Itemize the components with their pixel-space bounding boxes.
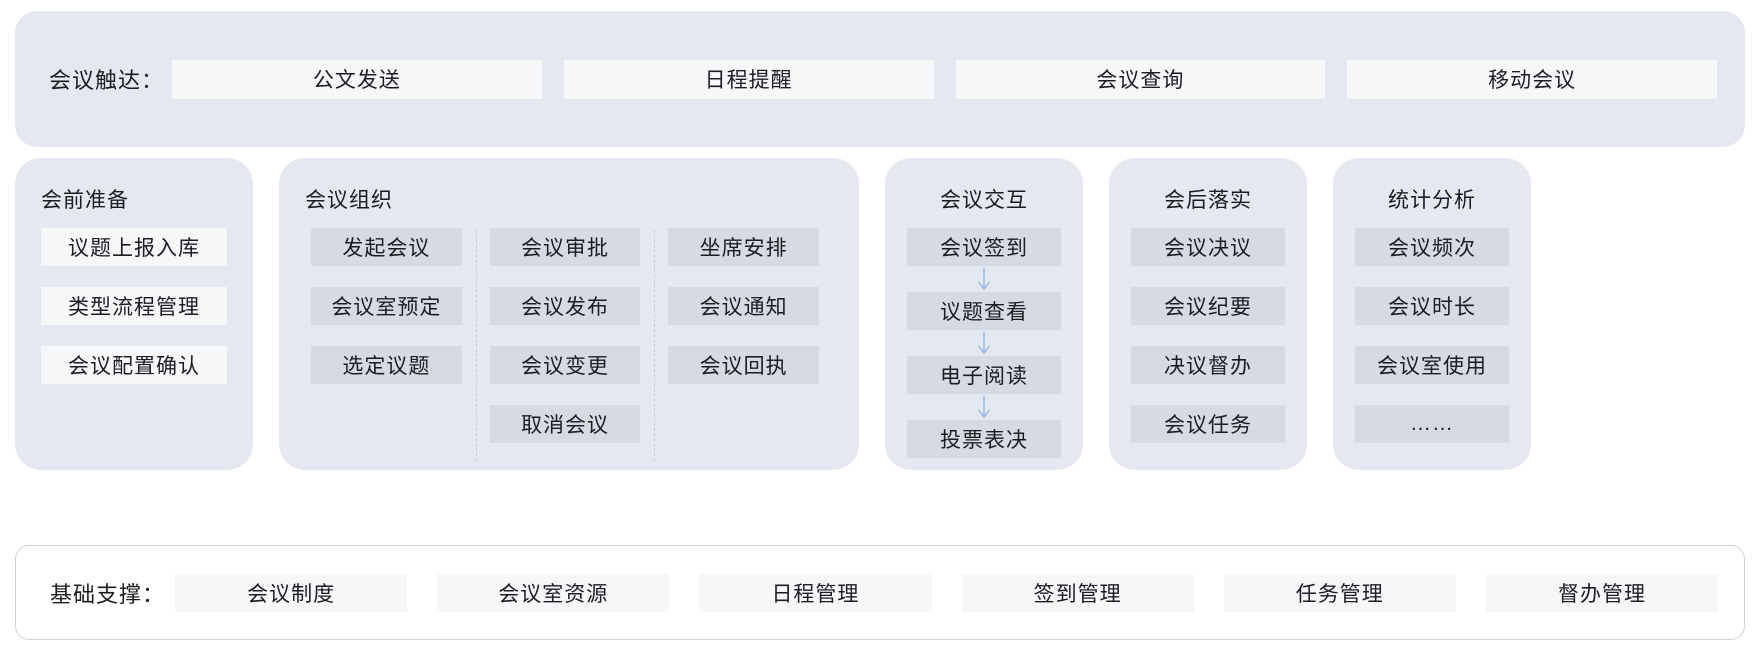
meeting-organization-columns: 发起会议 会议室预定 选定议题 会议审批 会议发布 会议变更 取消会议 <box>279 228 859 461</box>
panel-title-meeting-interaction: 会议交互 <box>940 189 1028 212</box>
org-column-1-list: 发起会议 会议室预定 选定议题 <box>311 228 462 384</box>
org-column-3-list: 坐席安排 会议通知 会议回执 <box>668 228 820 384</box>
foundation-support-bar: 基础支撑： 会议制度 会议室资源 日程管理 签到管理 任务管理 督办管理 <box>15 545 1745 640</box>
post-meeting-item-list: 会议决议 会议纪要 决议督办 会议任务 <box>1109 228 1307 443</box>
chip-meeting-duration[interactable]: 会议时长 <box>1355 287 1509 325</box>
support-chip-room-resource[interactable]: 会议室资源 <box>437 573 670 612</box>
support-chip-schedule-mgmt[interactable]: 日程管理 <box>699 573 932 612</box>
chip-type-flow[interactable]: 类型流程管理 <box>41 287 227 325</box>
panel-title-post-meeting: 会后落实 <box>1164 189 1252 212</box>
chip-meeting-change[interactable]: 会议变更 <box>489 346 641 384</box>
chip-resolution-supervision[interactable]: 决议督办 <box>1131 346 1285 384</box>
chip-meeting-approval[interactable]: 会议审批 <box>489 228 641 266</box>
panel-pre-meeting: 会前准备 议题上报入库 类型流程管理 会议配置确认 <box>15 158 253 470</box>
org-column-1: 发起会议 会议室预定 选定议题 <box>297 228 476 443</box>
chip-meeting-minutes[interactable]: 会议纪要 <box>1131 287 1285 325</box>
chip-room-booking[interactable]: 会议室预定 <box>311 287 462 325</box>
foundation-support-items: 会议制度 会议室资源 日程管理 签到管理 任务管理 督办管理 <box>175 573 1719 612</box>
statistics-item-list: 会议频次 会议时长 会议室使用 …… <box>1333 228 1531 443</box>
panel-meeting-interaction: 会议交互 会议签到 议题查看 电子阅读 <box>885 158 1083 470</box>
support-chip-task-mgmt[interactable]: 任务管理 <box>1223 573 1456 612</box>
reach-chip-gongwen[interactable]: 公文发送 <box>172 59 542 99</box>
reach-chip-mobile[interactable]: 移动会议 <box>1347 59 1718 99</box>
chip-select-topic[interactable]: 选定议题 <box>311 346 462 384</box>
meeting-reach-items: 公文发送 日程提醒 会议查询 移动会议 <box>172 59 1718 99</box>
org-column-2-list: 会议审批 会议发布 会议变更 取消会议 <box>489 228 641 443</box>
chip-meeting-publish[interactable]: 会议发布 <box>489 287 641 325</box>
meeting-interaction-flow: 会议签到 议题查看 电子阅读 投票 <box>885 228 1083 458</box>
org-column-2: 会议审批 会议发布 会议变更 取消会议 <box>475 228 655 461</box>
chip-meeting-receipt[interactable]: 会议回执 <box>668 346 820 384</box>
chip-initiate-meeting[interactable]: 发起会议 <box>311 228 462 266</box>
panel-title-meeting-organization: 会议组织 <box>305 189 393 212</box>
chip-electronic-reading[interactable]: 电子阅读 <box>907 356 1061 394</box>
chip-vote-decision[interactable]: 投票表决 <box>907 420 1061 458</box>
arrow-down-icon <box>907 330 1061 356</box>
capability-stage: 会前准备 议题上报入库 类型流程管理 会议配置确认 会议组织 发起会议 会议室预… <box>15 158 1745 470</box>
foundation-support-label: 基础支撑： <box>50 581 166 607</box>
org-column-3: 坐席安排 会议通知 会议回执 <box>654 228 833 461</box>
chip-config-confirm[interactable]: 会议配置确认 <box>41 346 227 384</box>
chip-seat-arrangement[interactable]: 坐席安排 <box>668 228 820 266</box>
chip-more-ellipsis[interactable]: …… <box>1355 405 1509 443</box>
chip-meeting-task[interactable]: 会议任务 <box>1131 405 1285 443</box>
chip-meeting-frequency[interactable]: 会议频次 <box>1355 228 1509 266</box>
support-chip-supervision-mgmt[interactable]: 督办管理 <box>1485 573 1719 612</box>
reach-chip-query[interactable]: 会议查询 <box>955 59 1326 99</box>
chip-meeting-signin[interactable]: 会议签到 <box>907 228 1061 266</box>
chip-room-usage[interactable]: 会议室使用 <box>1355 346 1509 384</box>
arrow-down-icon <box>907 266 1061 292</box>
panel-title-pre-meeting: 会前准备 <box>41 189 129 212</box>
reach-chip-schedule[interactable]: 日程提醒 <box>563 59 934 99</box>
panel-post-meeting: 会后落实 会议决议 会议纪要 决议督办 会议任务 <box>1109 158 1307 470</box>
chip-topic-report[interactable]: 议题上报入库 <box>41 228 227 266</box>
chip-meeting-resolution[interactable]: 会议决议 <box>1131 228 1285 266</box>
chip-meeting-notice[interactable]: 会议通知 <box>668 287 820 325</box>
panel-statistics-analysis: 统计分析 会议频次 会议时长 会议室使用 …… <box>1333 158 1531 470</box>
meeting-reach-label: 会议触达： <box>49 68 165 93</box>
arrow-down-icon <box>907 394 1061 420</box>
support-chip-meeting-policy[interactable]: 会议制度 <box>175 573 408 612</box>
support-chip-signin-mgmt[interactable]: 签到管理 <box>961 573 1194 612</box>
chip-topic-view[interactable]: 议题查看 <box>907 292 1061 330</box>
panel-title-statistics-analysis: 统计分析 <box>1388 189 1476 212</box>
meeting-reach-bar: 会议触达： 公文发送 日程提醒 会议查询 移动会议 <box>15 11 1745 147</box>
pre-meeting-item-list: 议题上报入库 类型流程管理 会议配置确认 <box>15 228 253 384</box>
panel-meeting-organization: 会议组织 发起会议 会议室预定 选定议题 会议审批 会议发布 会议变更 取消会议 <box>279 158 859 470</box>
chip-meeting-cancel[interactable]: 取消会议 <box>489 405 641 443</box>
